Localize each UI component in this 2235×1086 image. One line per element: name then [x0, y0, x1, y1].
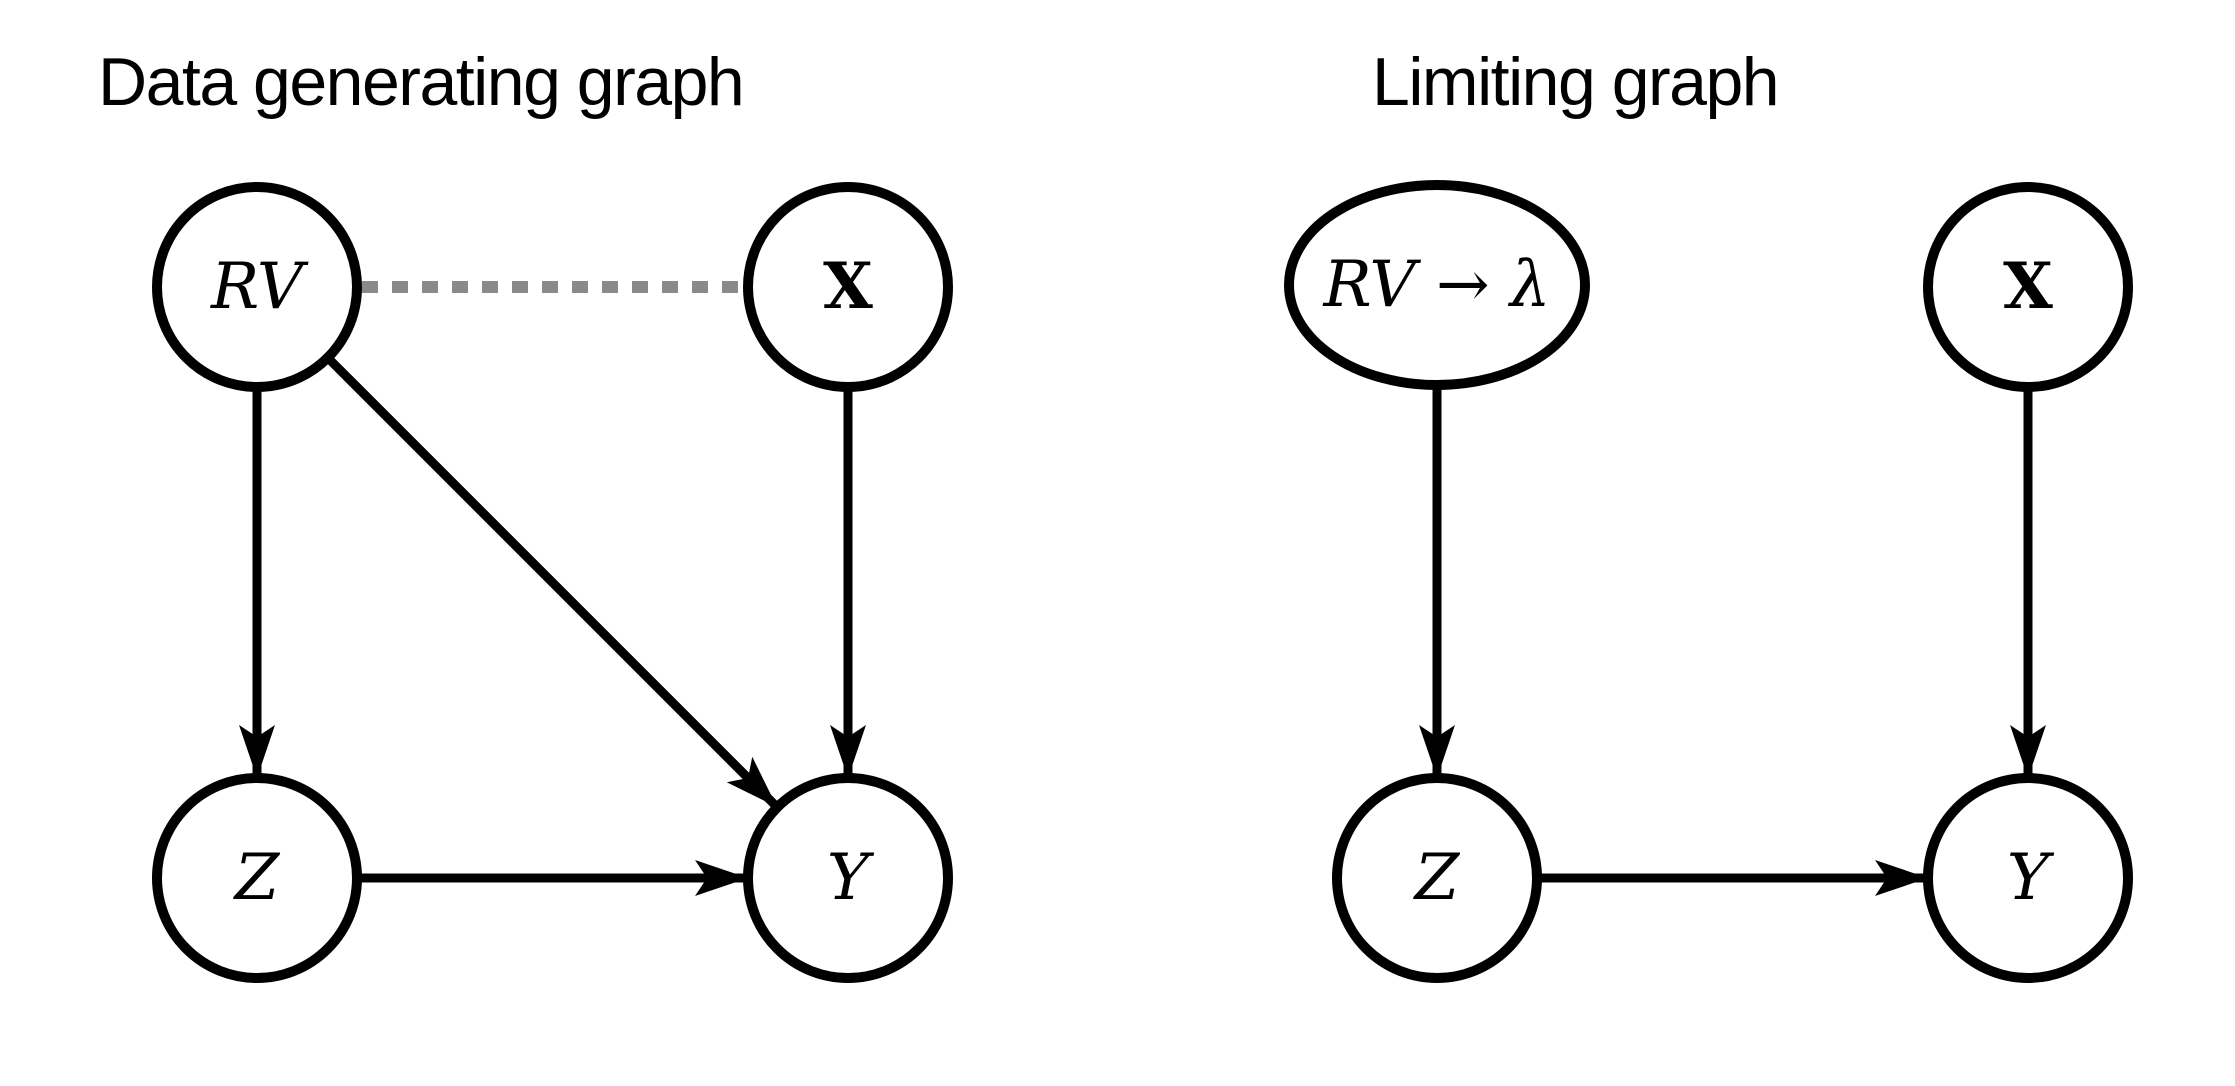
- right-panel-title: Limiting graph: [1372, 44, 1778, 120]
- node-z-circle: [152, 773, 362, 983]
- node-rv-lambda: RV → λ: [1284, 180, 1590, 390]
- node-rv-label: RV: [210, 250, 309, 324]
- node-x: X: [743, 182, 953, 392]
- node-x-right-label: X: [2003, 249, 2053, 324]
- edge-rv-to-y: [324, 354, 781, 811]
- node-x-circle: [743, 182, 953, 392]
- node-rv-lambda-label: RV → λ: [1323, 248, 1551, 322]
- left-graph: RV X Z Y: [152, 182, 953, 983]
- right-graph: RV → λ X Z Y: [1284, 180, 2133, 983]
- node-z-right-circle: [1332, 773, 1542, 983]
- node-x-right: X: [1923, 182, 2133, 392]
- node-rv-circle: [152, 182, 362, 392]
- node-y-right-label: Y: [2007, 841, 2055, 915]
- node-rv-lambda-ellipse: [1284, 180, 1590, 390]
- node-y-label: Y: [827, 841, 875, 915]
- node-y-right: Y: [1923, 773, 2133, 983]
- node-y: Y: [743, 773, 953, 983]
- node-y-right-circle: [1923, 773, 2133, 983]
- left-panel-title: Data generating graph: [98, 44, 743, 120]
- node-rv: RV: [152, 182, 362, 392]
- node-y-circle: [743, 773, 953, 983]
- node-z: Z: [152, 773, 362, 983]
- node-z-right: Z: [1332, 773, 1542, 983]
- node-x-label: X: [823, 249, 873, 324]
- node-z-label: Z: [233, 841, 281, 915]
- node-z-right-label: Z: [1413, 841, 1461, 915]
- node-x-right-circle: [1923, 182, 2133, 392]
